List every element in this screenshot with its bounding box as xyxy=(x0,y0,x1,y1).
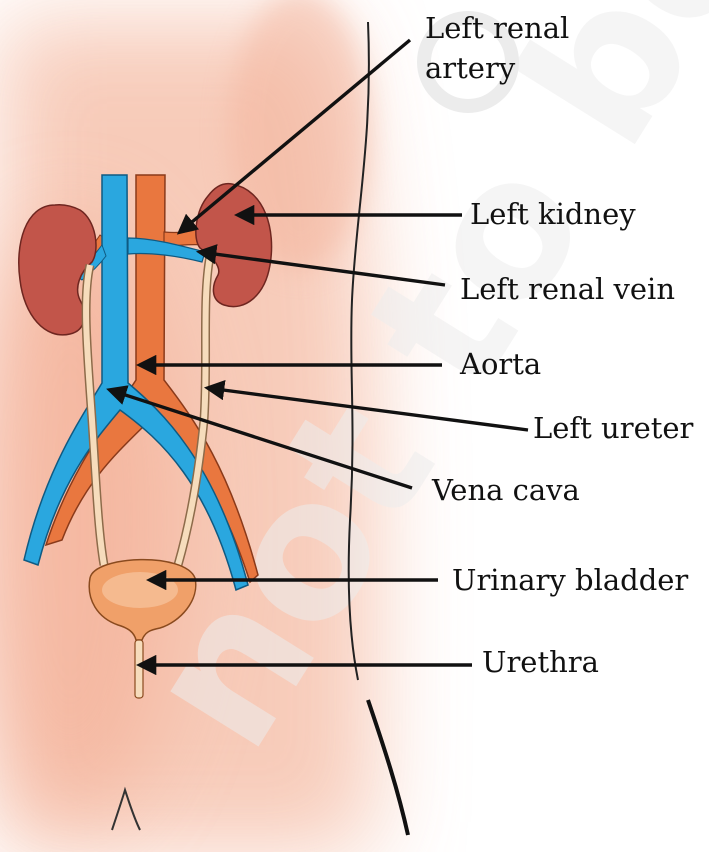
label-ureter: Left ureter xyxy=(533,411,694,445)
label-renal-artery-line2: artery xyxy=(425,51,516,85)
leader-ureter xyxy=(203,380,529,432)
label-aorta: Aorta xyxy=(459,347,541,381)
label-renal-artery-line1: Left renal xyxy=(425,11,569,45)
urethra xyxy=(134,639,144,699)
leader-lines xyxy=(106,38,529,676)
body-outline xyxy=(111,21,410,836)
label-kidney: Left kidney xyxy=(470,197,636,231)
label-urethra: Urethra xyxy=(482,645,599,679)
label-renal-vein: Left renal vein xyxy=(460,272,675,306)
label-vena-cava: Vena cava xyxy=(431,473,580,507)
leader-vena-cava xyxy=(106,385,413,490)
labels: Left renal artery Left kidney Left renal… xyxy=(425,11,694,679)
leader-renal-vein xyxy=(195,244,446,287)
leader-renal-artery xyxy=(176,38,412,235)
label-bladder: Urinary bladder xyxy=(452,563,688,597)
